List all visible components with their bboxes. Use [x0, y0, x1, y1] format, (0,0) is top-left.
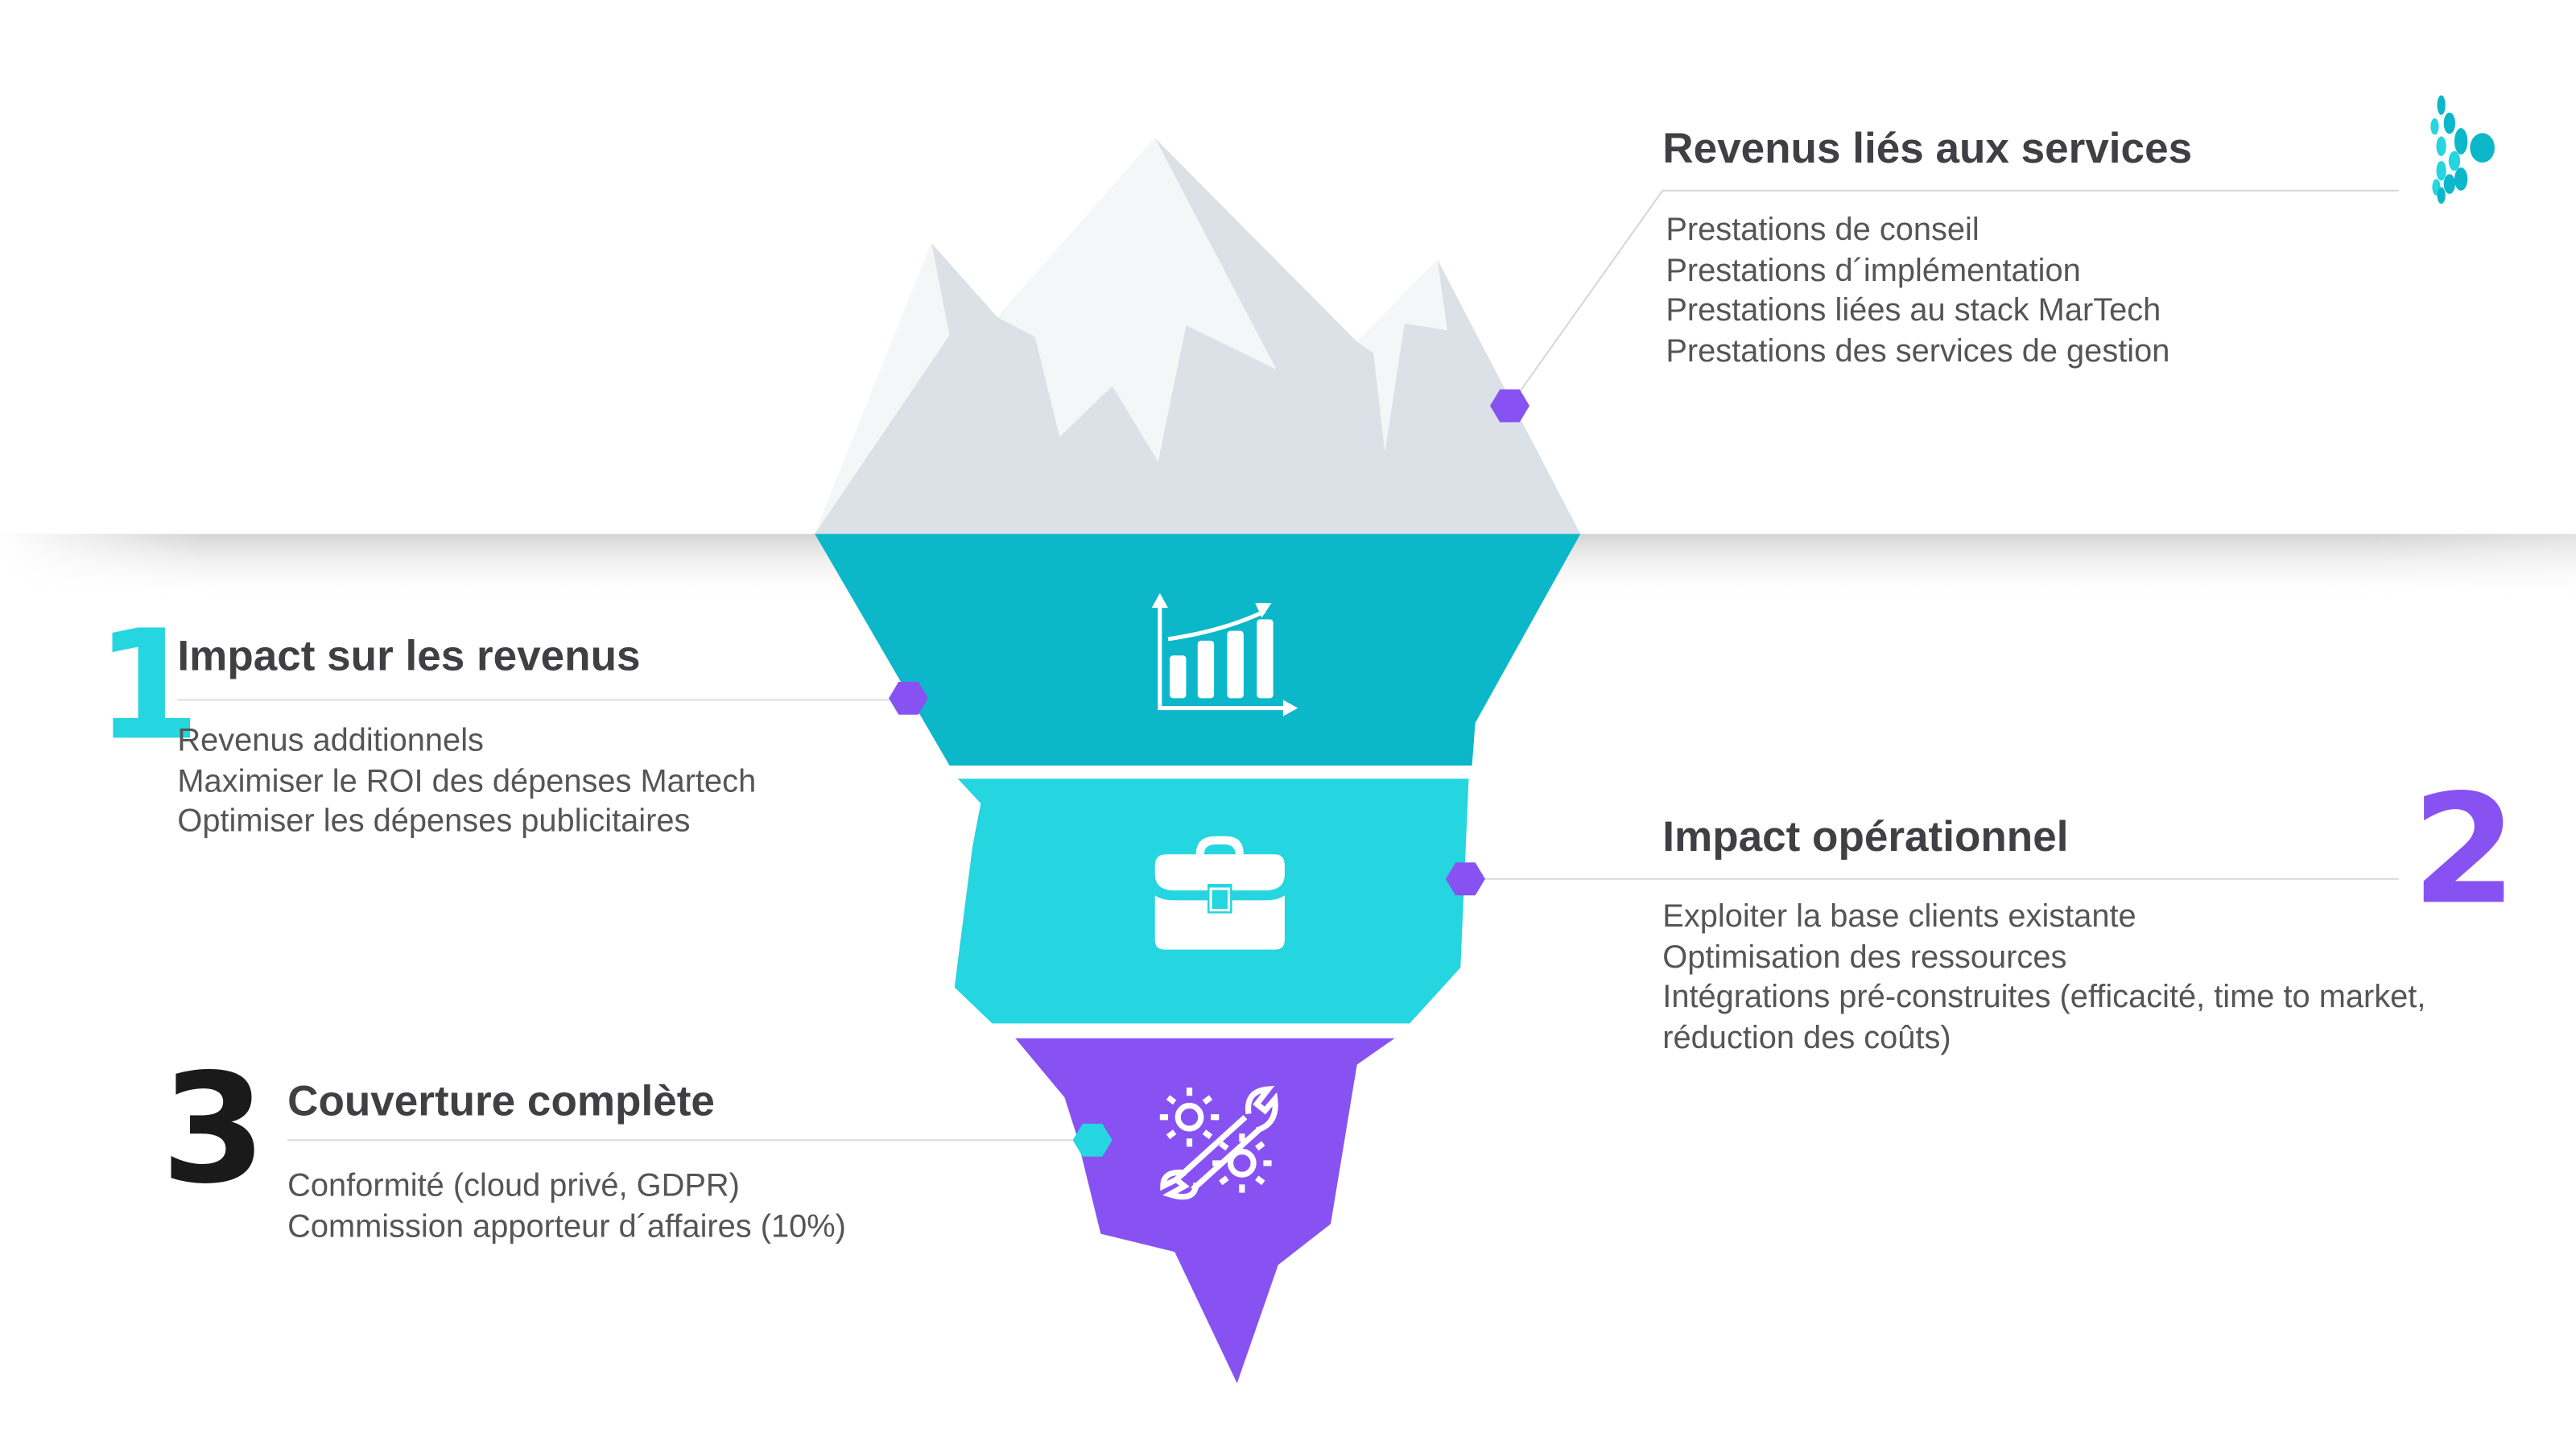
section1-list: Revenus additionnels Maximiser le ROI de… — [177, 721, 756, 842]
snow-main — [997, 138, 1277, 462]
services-item: Prestations d´implémentation — [1666, 252, 2081, 289]
hexagon-marker-1 — [889, 681, 929, 715]
services-item: Prestations de conseil — [1666, 212, 1979, 249]
section2-list: Exploiter la base clients existante Opti… — [1662, 897, 2425, 1058]
hexagon-marker-3 — [1072, 1123, 1113, 1157]
section1-title: Impact sur les revenus — [177, 630, 641, 680]
services-list: Prestations de conseil Prestations d´imp… — [1666, 210, 2169, 371]
tools-gears-icon — [1159, 1085, 1278, 1200]
section1-item: Optimiser les dépenses publicitaires — [177, 803, 691, 840]
section2-title: Impact opérationnel — [1662, 811, 2069, 861]
hexagon-marker-services — [1490, 389, 1530, 423]
section3-item: Conformité (cloud privé, GDPR) — [287, 1168, 740, 1204]
connector-services — [1509, 189, 2399, 407]
section2-item: Optimisation des ressources — [1662, 939, 2067, 976]
section3-list: Conformité (cloud privé, GDPR) Commissio… — [287, 1166, 846, 1247]
mountain-tip — [815, 138, 1581, 535]
band-revenue — [815, 534, 1581, 766]
snow-left — [815, 243, 950, 535]
dots-arrow-logo — [2430, 95, 2495, 204]
section-number-1: 1 — [95, 597, 201, 774]
hexagon-marker-2 — [1445, 862, 1485, 896]
briefcase-icon — [1154, 836, 1285, 950]
section2-item: Intégrations pré-construites (efficacité… — [1662, 979, 2426, 1016]
section-number-3: 3 — [160, 1041, 266, 1218]
section2-item: réduction des coûts) — [1662, 1019, 1951, 1056]
section1-item: Revenus additionnels — [177, 722, 484, 759]
growth-chart-icon — [1151, 592, 1298, 716]
services-item: Prestations des services de gestion — [1666, 332, 2170, 369]
section1-item: Maximiser le ROI des dépenses Martech — [177, 762, 757, 799]
services-item: Prestations liées au stack MarTech — [1666, 292, 2161, 329]
services-title: Revenus liés aux services — [1662, 123, 2193, 173]
band-coverage — [1015, 1038, 1395, 1384]
section2-item: Exploiter la base clients existante — [1662, 898, 2136, 935]
section-number-2: 2 — [2411, 762, 2517, 939]
section3-title: Couverture complète — [287, 1075, 715, 1125]
section3-item: Commission apporteur d´affaires (10%) — [287, 1208, 846, 1245]
snow-right — [1356, 259, 1447, 452]
